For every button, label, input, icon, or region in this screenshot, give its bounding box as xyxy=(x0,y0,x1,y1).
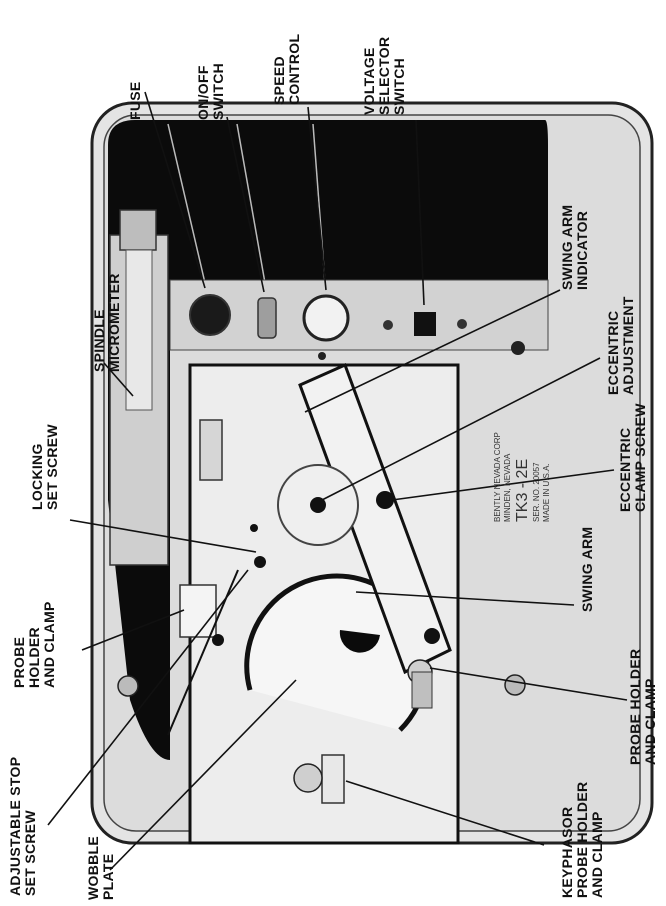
wire xyxy=(236,123,266,284)
nameplate-line: MADE IN U.S.A. xyxy=(542,463,551,522)
label-eccentric-adjustment: ECCENTRIC ADJUSTMENT xyxy=(605,296,636,395)
nameplate-line: BENTLY NEVADA CORP xyxy=(493,432,502,522)
label-line: INDICATOR xyxy=(574,210,590,290)
plate-screw xyxy=(212,634,224,646)
voltage-selector xyxy=(414,312,436,336)
nameplate-line: TK3 - 2E xyxy=(514,459,531,522)
fuse-holder xyxy=(189,294,231,336)
label-probe-holder-clamp-right: PROBE HOLDER AND CLAMP xyxy=(627,648,658,765)
panel-screw xyxy=(318,352,326,360)
label-line: SET SCREW xyxy=(44,424,60,510)
label-line: ECCENTRIC xyxy=(605,310,621,395)
label-swing-arm: SWING ARM xyxy=(579,526,595,612)
keyphasor-knob xyxy=(293,763,323,793)
eccentric-hub xyxy=(310,497,326,513)
plate-screw xyxy=(250,524,258,532)
keyphasor-holder xyxy=(321,754,345,804)
label-line: AND CLAMP xyxy=(41,601,57,688)
control-panel xyxy=(169,279,549,351)
label-voltage-selector-switch: VOLTAGE SELECTOR SWITCH xyxy=(361,36,407,115)
micrometer-knob xyxy=(119,209,157,251)
label-line: ON/OFF xyxy=(195,65,211,120)
label-locking-set-screw: LOCKING SET SCREW xyxy=(29,424,60,510)
probe-holder-left xyxy=(179,584,217,638)
label-spindle-micrometer: SPINDLE MICROMETER xyxy=(91,273,122,372)
label-line: PROBE xyxy=(11,636,27,688)
speed-knob xyxy=(302,294,350,342)
plate-screw xyxy=(424,628,440,644)
label-line: PROBE HOLDER xyxy=(574,781,590,898)
probe-holder-block xyxy=(199,419,223,481)
eccentric-clamp xyxy=(376,491,394,509)
label-line: KEYPHASOR xyxy=(559,806,575,898)
label-adjustable-stop-set-screw: ADJUSTABLE STOP SET SCREW xyxy=(7,756,38,896)
label-probe-holder-clamp-left: PROBE HOLDER AND CLAMP xyxy=(11,601,57,688)
label-line: CLAMP SCREW xyxy=(632,403,648,512)
label-line: LOCKING xyxy=(29,443,45,510)
label-line: PLATE xyxy=(100,853,116,900)
label-line: ADJUSTABLE STOP xyxy=(7,756,23,896)
leader-lines xyxy=(47,91,628,871)
label-line: SWITCH xyxy=(210,62,226,120)
panel-screw xyxy=(383,320,393,330)
swing-arm-cutout xyxy=(339,630,380,653)
label-on-off-switch: ON/OFF SWITCH xyxy=(195,62,226,120)
label-keyphasor-probe-holder: KEYPHASOR PROBE HOLDER AND CLAMP xyxy=(559,781,605,898)
label-line: SPEED xyxy=(271,56,287,105)
panel-screw xyxy=(511,341,525,355)
nameplate-line: MINDEN, NEVADA xyxy=(503,453,512,522)
label-swing-arm-indicator: SWING ARM INDICATOR xyxy=(559,204,590,290)
label-speed-control: SPEED CONTROL xyxy=(271,33,302,105)
wire xyxy=(167,123,206,284)
label-line: MICROMETER xyxy=(106,273,122,372)
nameplate-line: SER. NO. 20057 xyxy=(532,462,541,522)
label-line: ECCENTRIC xyxy=(617,427,633,512)
toggle-switch xyxy=(257,297,277,339)
label-eccentric-clamp-screw: ECCENTRIC CLAMP SCREW xyxy=(617,403,648,512)
micrometer-barrel xyxy=(125,249,153,411)
nameplate: BENTLY NEVADA CORP MINDEN, NEVADA TK3 - … xyxy=(493,432,551,522)
label-line: ADJUSTMENT xyxy=(620,296,636,395)
label-fuse: FUSE xyxy=(127,81,143,120)
label-wobble-plate: WOBBLE PLATE xyxy=(85,835,116,900)
label-line: SWITCH xyxy=(391,57,407,115)
housing-screw xyxy=(504,674,526,696)
label-line: SELECTOR xyxy=(376,36,392,115)
label-line: VOLTAGE xyxy=(361,47,377,115)
label-line: SWING ARM xyxy=(559,204,575,290)
label-line: SET SCREW xyxy=(22,810,38,896)
plate-screw xyxy=(254,556,266,568)
label-line: SPINDLE xyxy=(91,309,107,372)
label-line: PROBE HOLDER xyxy=(627,648,643,765)
label-line: CONTROL xyxy=(286,33,302,105)
label-line: AND CLAMP xyxy=(589,811,605,898)
label-line: WOBBLE xyxy=(85,835,101,900)
label-line: SWING ARM xyxy=(579,526,595,612)
panel-screw xyxy=(457,319,467,329)
label-line: AND CLAMP xyxy=(642,678,658,765)
label-line: FUSE xyxy=(127,81,143,120)
probe-clamp-right-knurl xyxy=(411,671,433,709)
housing-screw xyxy=(117,675,139,697)
label-line: HOLDER xyxy=(26,627,42,688)
